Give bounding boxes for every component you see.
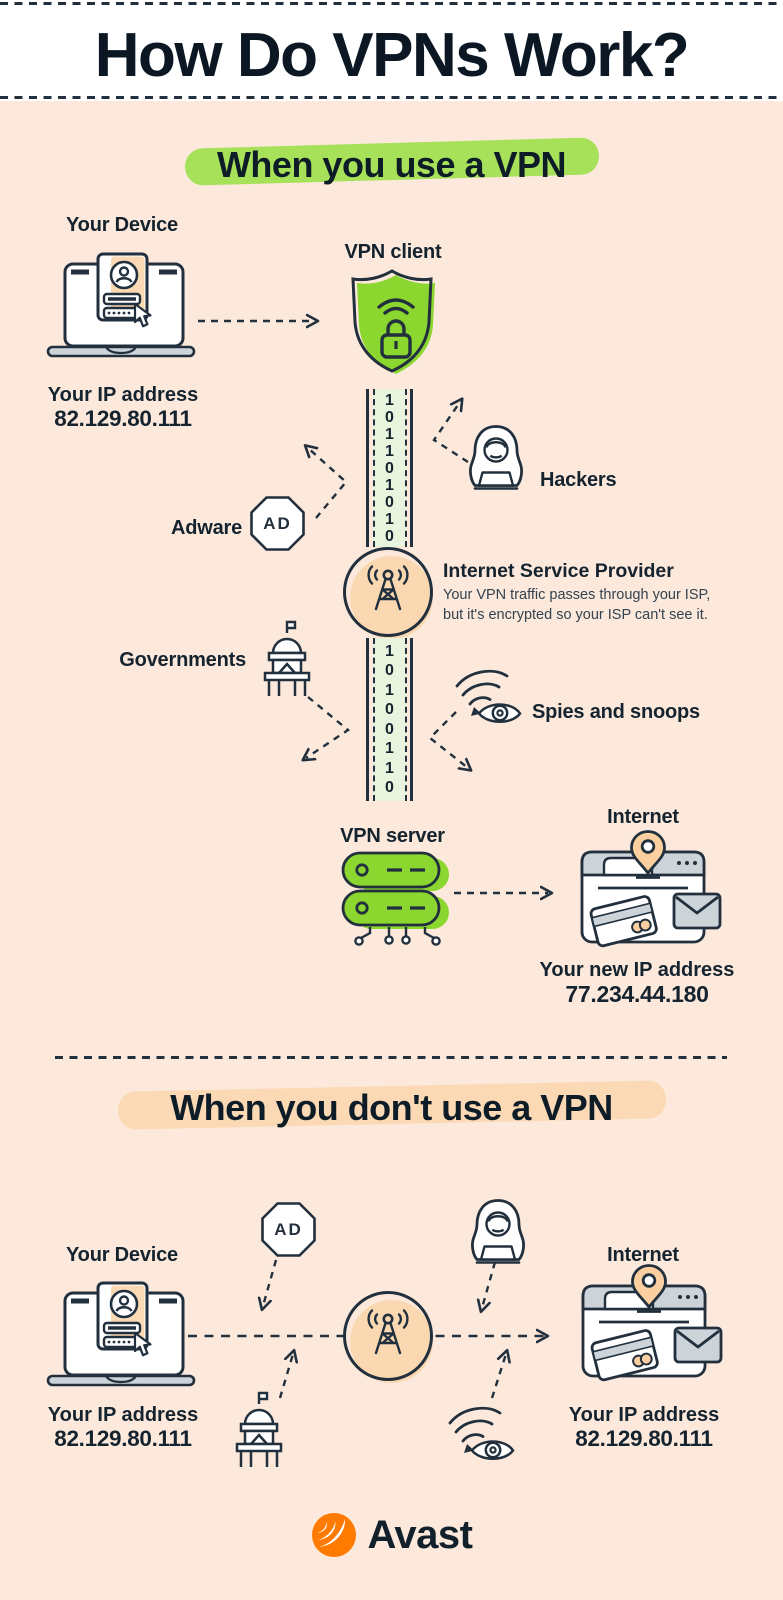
device-ip-value: 82.129.80.111 [54,406,192,431]
browser-window-icon [577,1264,727,1382]
vpn-client-label: VPN client [344,241,442,263]
internet-ip-value: 82.129.80.111 [575,1426,713,1451]
avast-comet-icon [311,1513,356,1557]
capitol-building-icon [226,1390,292,1468]
hooded-hacker-icon [462,423,530,493]
radio-tower-icon [367,565,409,611]
laptop-login-icon [45,242,197,358]
encrypted-tunnel-lower: 1 0 1 0 0 1 1 0 [366,638,413,801]
page-title: How Do VPNs Work? [94,21,690,90]
ad-badge-text: AD [274,1219,303,1239]
capitol-building-icon [254,619,320,697]
device-ip-value: 82.129.80.111 [54,1426,192,1451]
section-heading-no-vpn: When you don't use a VPN [170,1087,613,1128]
arrow-server-to-internet [454,882,568,904]
device-ip-block: Your IP address 82.129.80.111 [33,383,213,431]
new-ip-block: Your new IP address 77.234.44.180 [532,958,742,1006]
arrow-hacker-in [466,1261,497,1324]
encrypted-tunnel-upper: 1 0 1 1 0 1 0 1 0 [366,389,413,547]
header-bottom-dashed-line [0,96,783,99]
section-divider-dashed-line [55,1056,727,1059]
arrow-device-to-vpn-client [198,310,336,332]
device-label: Your Device [66,214,178,236]
header-top-dashed-line [0,2,783,5]
isp-ring [343,547,433,637]
tunnel-binary-digits-lower: 1 0 1 0 0 1 1 0 [385,642,394,797]
isp-description: Your VPN traffic passes through your ISP… [443,587,711,623]
isp-circle [343,547,433,639]
isp-title: Internet Service Provider [443,560,674,582]
internet-label: Internet [607,806,679,828]
arrow-adware-deflected [296,436,348,519]
spies-label: Spies and snoops [532,701,700,723]
tunnel-fill: 1 0 1 0 0 1 1 0 [372,638,407,801]
arrow-hackers-deflected [432,386,469,464]
governments-label: Governments [119,649,246,671]
isp-ring [343,1291,433,1381]
laptop-login-icon [45,1271,197,1387]
device-ip-block: Your IP address 82.129.80.111 [33,1403,213,1451]
vpn-server-label: VPN server [340,825,445,847]
arrow-adware-in [248,1259,278,1324]
internet-label: Internet [607,1244,679,1266]
adware-label: Adware [170,517,242,539]
footer-brand: Avast [0,1512,783,1558]
radio-tower-icon [367,1309,409,1355]
hooded-hacker-icon [464,1197,532,1267]
brand-name: Avast [367,1512,473,1557]
ad-octagon-icon: AD [249,495,306,552]
browser-window-icon [576,830,726,948]
wifi-eye-icon [442,1404,522,1466]
ad-octagon-icon: AD [260,1201,317,1258]
internet-ip-label: Your IP address [568,1404,720,1426]
wifi-eye-icon [449,667,529,729]
new-ip-label: Your new IP address [539,959,735,981]
arrow-government-in [278,1340,312,1399]
arrow-governments-deflected [294,696,351,774]
section-heading-vpn: When you use a VPN [216,144,567,185]
tunnel-binary-digits-upper: 1 0 1 1 0 1 0 1 0 [385,391,394,545]
ad-badge-text: AD [263,513,292,533]
hackers-label: Hackers [540,469,617,491]
device-ip-label: Your IP address [47,1404,199,1426]
server-stack-icon [339,851,457,951]
arrow-spies-in [490,1340,526,1399]
tunnel-fill: 1 0 1 1 0 1 0 1 0 [372,389,407,547]
internet-ip-block: Your IP address 82.129.80.111 [549,1403,739,1451]
new-ip-value: 77.234.44.180 [565,981,709,1007]
header-band: How Do VPNs Work? [0,0,783,101]
device-ip-label: Your IP address [47,384,199,406]
device-label: Your Device [66,1244,178,1266]
isp-circle [343,1291,433,1383]
shield-lock-icon [344,265,444,377]
